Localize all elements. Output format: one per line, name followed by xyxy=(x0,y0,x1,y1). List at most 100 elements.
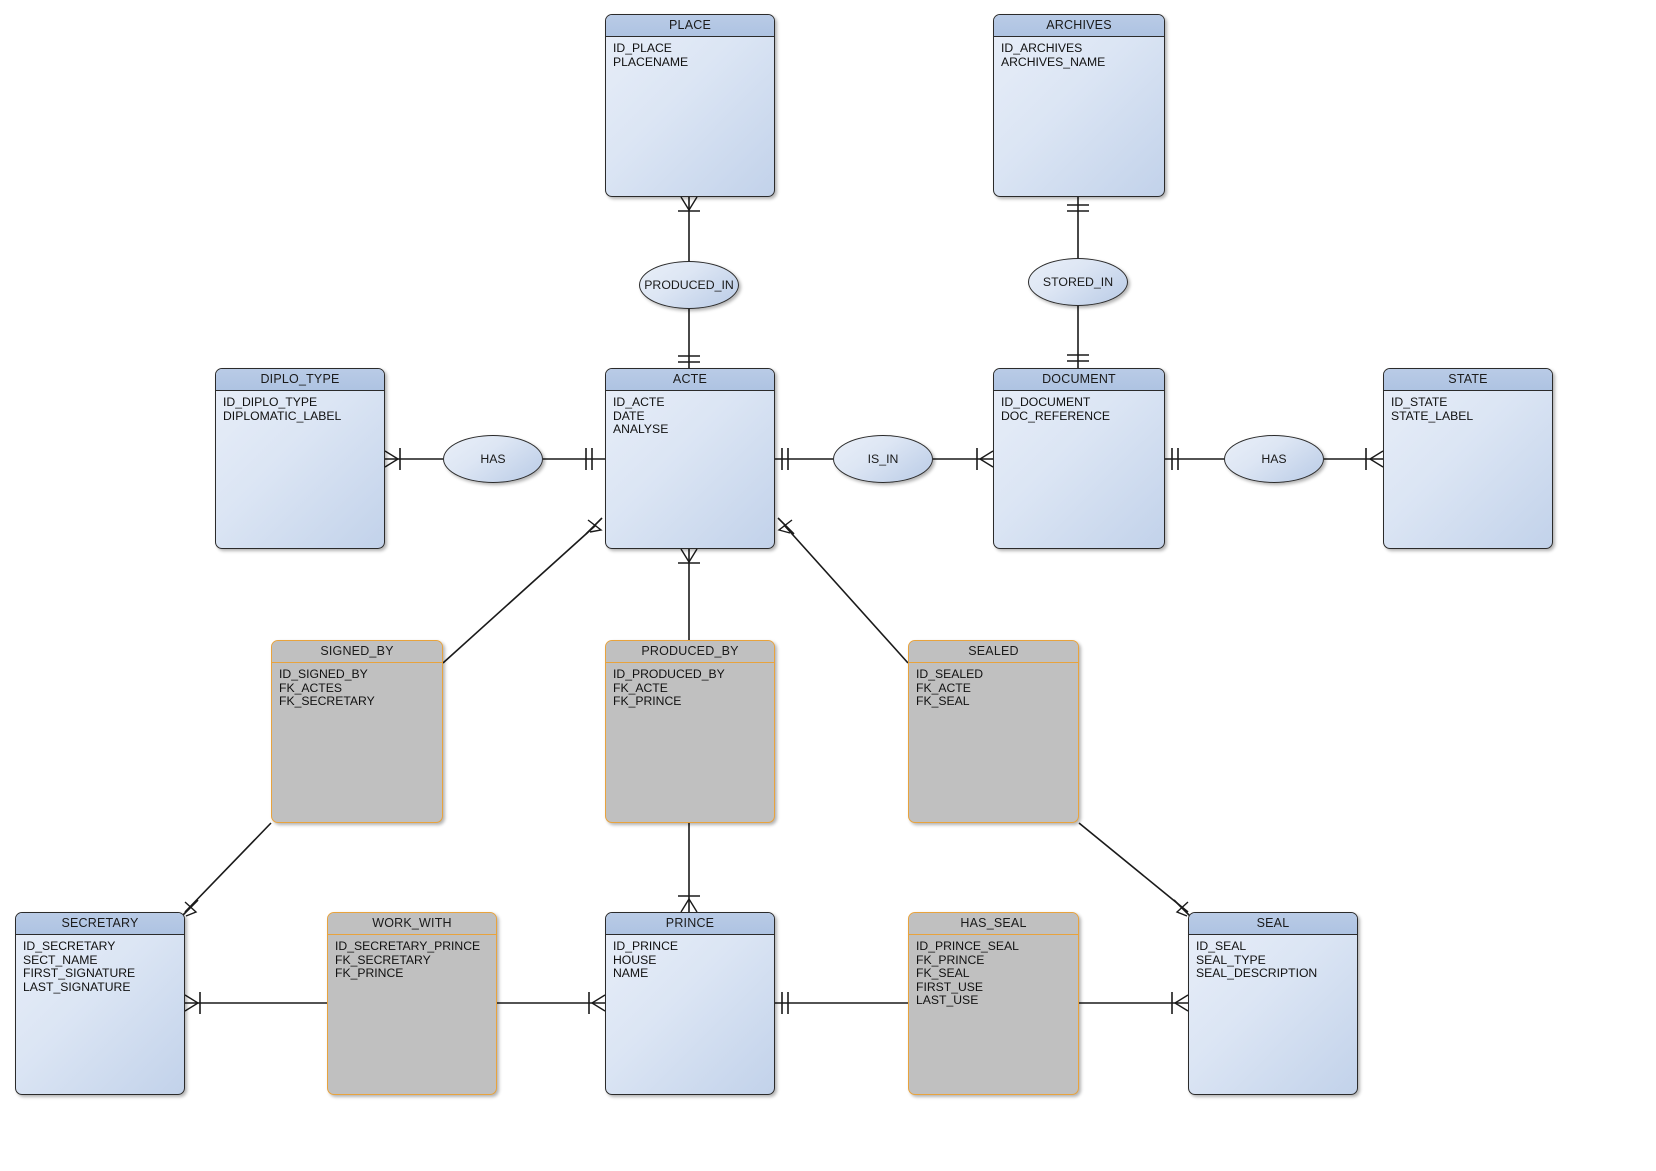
attribute: FK_SECRETARY xyxy=(335,952,431,967)
relationship-is_in[interactable]: IS_IN xyxy=(833,435,933,483)
attribute: ID_DIPLO_TYPE xyxy=(223,395,318,409)
attribute: STATE_LABEL xyxy=(1391,408,1474,423)
attribute: DIPLOMATIC_LABEL xyxy=(223,408,342,423)
edge-sealed-seal xyxy=(1078,822,1189,913)
crowfoot-place xyxy=(680,196,698,212)
attribute: ID_PRINCE xyxy=(613,939,679,953)
relationship-label: HAS xyxy=(480,452,506,466)
attribute: ARCHIVES_NAME xyxy=(1001,54,1106,69)
entity-title-archives: ARCHIVES xyxy=(994,15,1164,37)
bar-secretary-diag xyxy=(181,899,199,917)
attribute: FK_SEAL xyxy=(916,966,970,980)
attribute: FK_PRINCE xyxy=(335,966,404,980)
attribute: HOUSE xyxy=(613,952,657,967)
attribute: ANALYSE xyxy=(613,422,669,436)
bar-seal-diag xyxy=(1173,899,1191,917)
edge-acte-signed_by xyxy=(442,524,597,664)
attribute: FK_ACTE xyxy=(916,680,971,695)
bar-acte-signed_by xyxy=(585,517,603,535)
entity-title-work_with: WORK_WITH xyxy=(328,913,496,935)
entity-title-document: DOCUMENT xyxy=(994,369,1164,391)
entity-title-produced_by: PRODUCED_BY xyxy=(606,641,774,663)
crowfoot-seal-left xyxy=(1173,994,1189,1012)
attribute: ID_SEAL xyxy=(1196,939,1247,953)
attribute: ID_SIGNED_BY xyxy=(279,667,368,681)
attribute: DATE xyxy=(613,408,645,423)
attribute: ID_PRINCE_SEAL xyxy=(916,939,1019,953)
entity-title-prince: PRINCE xyxy=(606,913,774,935)
attribute: NAME xyxy=(613,966,649,980)
crowfoot-acte-sealed xyxy=(777,519,793,534)
attribute: ID_PRODUCED_BY xyxy=(613,667,725,681)
attribute: LAST_SIGNATURE xyxy=(23,979,131,994)
relationship-label: HAS xyxy=(1261,452,1287,466)
entity-title-state: STATE xyxy=(1384,369,1552,391)
attribute: ID_SEALED xyxy=(916,667,984,681)
crowfoot-prince-left xyxy=(590,994,606,1012)
attribute: FK_ACTE xyxy=(613,680,668,695)
relationship-label: PRODUCED_IN xyxy=(644,278,734,292)
attribute: FK_PRINCE xyxy=(916,952,985,967)
attribute: ID_ACTE xyxy=(613,395,665,409)
crowfoot-secretary-diag xyxy=(184,901,198,917)
crowfoot-acte-signed_by xyxy=(587,519,603,533)
entity-title-has_seal: HAS_SEAL xyxy=(909,913,1078,935)
crowfoot-seal-diag xyxy=(1175,901,1189,917)
relationship-produced_in[interactable]: PRODUCED_IN xyxy=(639,261,739,309)
entity-title-diplo_type: DIPLO_TYPE xyxy=(216,369,384,391)
attribute: SECT_NAME xyxy=(23,952,98,967)
relationship-label: STORED_IN xyxy=(1042,275,1114,289)
attribute: FIRST_SIGNATURE xyxy=(23,966,136,980)
attribute: FK_PRINCE xyxy=(613,694,682,708)
relationship-has_state[interactable]: HAS xyxy=(1224,435,1324,483)
crowfoot-diplo_type xyxy=(384,450,400,468)
relationship-has_diplo[interactable]: HAS xyxy=(443,435,543,483)
entity-title-sealed: SEALED xyxy=(909,641,1078,663)
entity-title-place: PLACE xyxy=(606,15,774,37)
attribute: ID_STATE xyxy=(1391,395,1448,409)
attribute: ID_SECRETARY xyxy=(23,939,116,953)
attribute: ID_DOCUMENT xyxy=(1001,395,1091,409)
attribute: FK_SEAL xyxy=(916,694,970,708)
relationship-stored_in[interactable]: STORED_IN xyxy=(1028,258,1128,306)
crowfoot-document-left xyxy=(978,450,994,468)
edge-signed_by-secretary xyxy=(184,822,272,913)
entity-title-seal: SEAL xyxy=(1189,913,1357,935)
relationship-label: IS_IN xyxy=(867,452,899,466)
attribute: FIRST_USE xyxy=(916,979,984,994)
attribute: FK_ACTES xyxy=(279,680,342,695)
attribute: ID_SECRETARY_PRINCE xyxy=(335,939,481,953)
entity-title-signed_by: SIGNED_BY xyxy=(272,641,442,663)
attribute: LAST_USE xyxy=(916,993,979,1007)
crowfoot-secretary-right xyxy=(184,994,200,1012)
crowfoot-state xyxy=(1368,450,1384,468)
